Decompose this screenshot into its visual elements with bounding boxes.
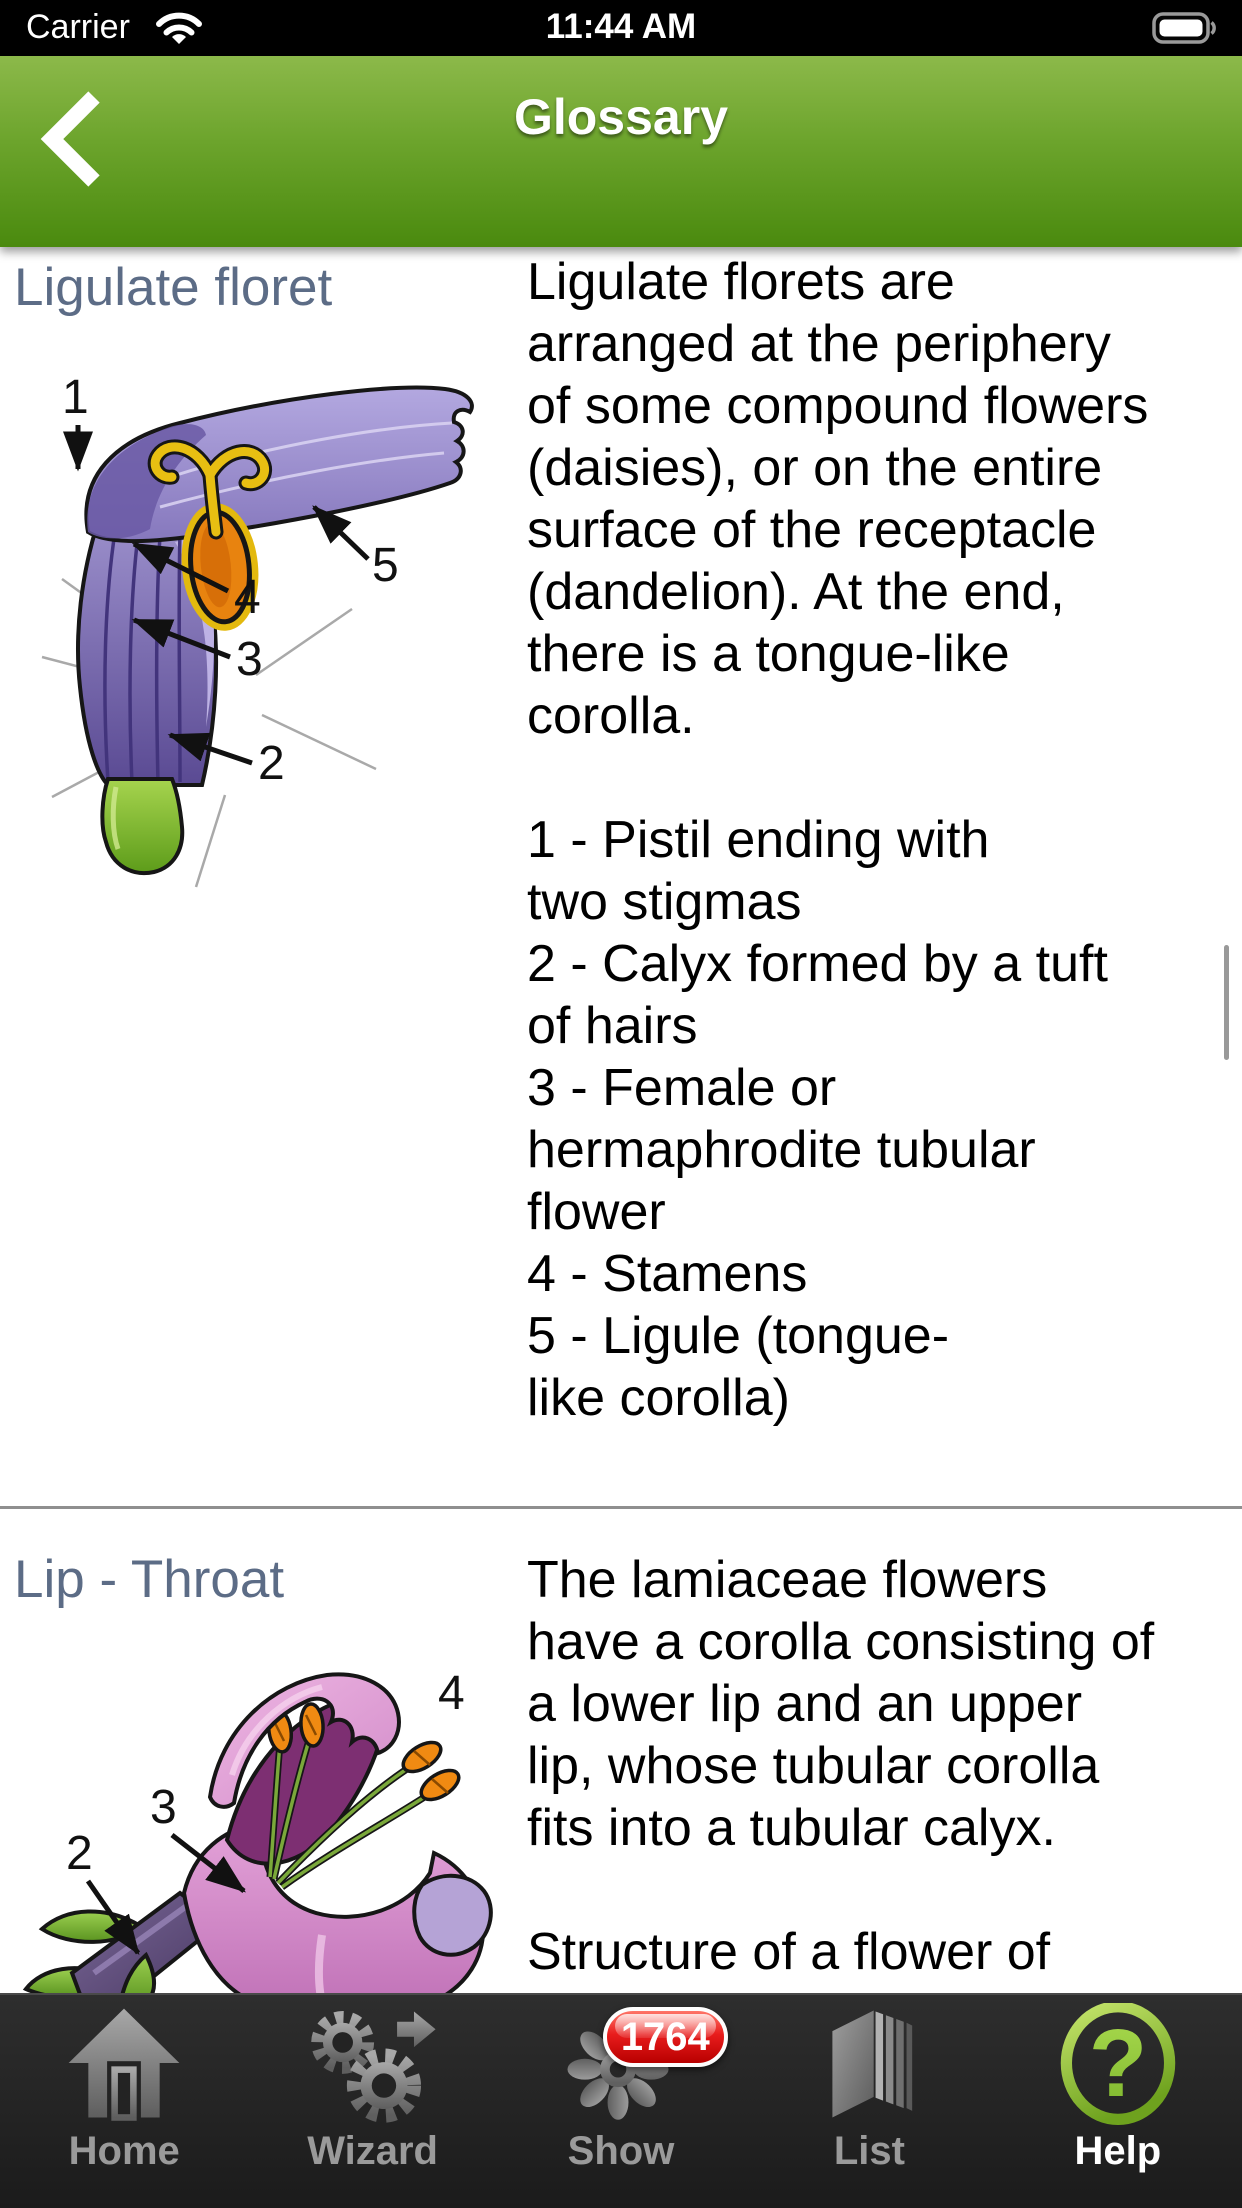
upper-lip-hood	[207, 1672, 401, 1809]
figure-label: 2	[66, 1827, 93, 1880]
scrollbar[interactable]	[1224, 945, 1229, 1060]
term-definition: Ligulate florets are arranged at the per…	[527, 253, 1149, 745]
tab-label: Show	[567, 2129, 675, 2173]
tab-home[interactable]: Home	[0, 1995, 248, 2208]
glossary-entry-text: Ligulate florets are arranged at the per…	[527, 251, 1242, 1429]
section-divider	[0, 1506, 1242, 1509]
ovary	[100, 777, 185, 876]
side-lobe	[412, 1873, 493, 1957]
stamens	[266, 1735, 436, 1890]
svg-text:?: ?	[1089, 2010, 1147, 2117]
lip-throat-illustration: 2 3 4	[22, 1667, 493, 1993]
figure-legend: Structure of a flower of	[527, 1923, 1051, 1981]
figure-number-labels: 2 3 4	[66, 1667, 465, 1880]
stem	[69, 1890, 224, 1993]
tab-label: Home	[68, 2129, 180, 2173]
leaf	[120, 1951, 156, 1993]
show-count-badge: 1764	[602, 2007, 728, 2067]
wifi-icon	[156, 12, 202, 44]
page-title: Glossary	[513, 89, 728, 145]
figure-label: 3	[150, 1781, 177, 1834]
tab-label: List	[833, 2129, 905, 2173]
glossary-scroll-area[interactable]: Ligulate floret Ligulate florets are arr…	[0, 247, 1242, 1993]
tab-label: Help	[1074, 2129, 1162, 2173]
figure-label: 2	[258, 737, 285, 790]
figure-number-labels: 1 2 3 4 5	[62, 371, 399, 790]
anthers	[266, 1702, 461, 1802]
callout-arrows	[85, 1833, 246, 1956]
ligulate-floret-illustration: 1 2 3 4 5	[41, 371, 474, 888]
stigma	[147, 439, 273, 540]
callout-arrows	[63, 425, 370, 766]
tab-label: Wizard	[307, 2129, 438, 2173]
status-bar: Carrier 11:44 AM	[0, 0, 1242, 56]
carrier-label: Carrier	[26, 8, 130, 46]
glossary-term: Ligulate floret	[14, 258, 333, 317]
term-definition: The lamiaceae flowers have a corolla con…	[527, 1551, 1155, 1857]
tab-bar: Home Wizard	[0, 1993, 1242, 2208]
figure-label: 4	[438, 1667, 465, 1720]
tab-list[interactable]: List	[745, 1995, 993, 2208]
clock: 11:44 AM	[545, 7, 697, 46]
chevron-left-icon	[40, 91, 100, 187]
tab-show[interactable]: 1764 Show	[497, 1995, 745, 2208]
battery-icon	[1152, 12, 1216, 44]
figure-label: 3	[236, 633, 263, 686]
figure-label: 5	[372, 539, 399, 592]
figure-label: 1	[62, 371, 89, 424]
question-icon: ?	[1060, 2003, 1176, 2125]
tab-help[interactable]: ? Help	[994, 1995, 1242, 2208]
glossary-term: Lip - Throat	[14, 1550, 285, 1609]
glossary-entry-text: The lamiaceae flowers have a corolla con…	[527, 1549, 1242, 1983]
home-icon	[68, 2008, 180, 2121]
book-icon	[832, 2010, 913, 2118]
back-button[interactable]	[26, 74, 116, 204]
gears-icon	[311, 2010, 436, 2123]
tab-wizard[interactable]: Wizard	[248, 1995, 496, 2208]
figure-label: 4	[234, 571, 261, 624]
navigation-header: Glossary	[0, 56, 1242, 247]
figure-legend: 1 - Pistil ending with two stigmas 2 - C…	[527, 811, 1108, 1427]
